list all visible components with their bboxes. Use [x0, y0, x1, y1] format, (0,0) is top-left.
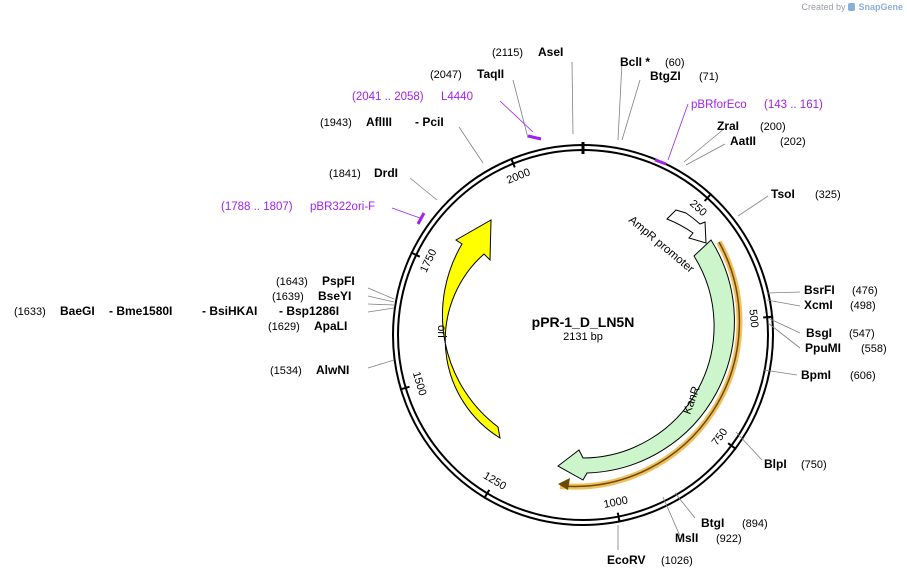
site-taqii[interactable]: TaqII [477, 67, 504, 81]
site-labels: BclI * (60) BtgZI (71) ZraI (200) AatII … [14, 45, 887, 567]
site-bcli-pos: (60) [665, 57, 685, 69]
site-btgzi-pos: (71) [699, 71, 719, 83]
site-ppumi[interactable]: PpuMI [805, 341, 841, 355]
site-bcli[interactable]: BclI * [620, 55, 650, 69]
site-leader-lines [367, 61, 801, 550]
tick-label: 1500 [410, 370, 428, 397]
tick-label: 1000 [603, 494, 629, 510]
site-bme1580i[interactable]: - Bme1580I [109, 304, 172, 318]
tick-mark [483, 489, 491, 499]
primer-bars [416, 134, 667, 225]
snapgene-logo-icon [848, 3, 856, 11]
site-msli[interactable]: MslI [675, 531, 698, 545]
primer-l4440-range: (2041 .. 2058) [352, 91, 424, 103]
site-bsgi-pos: (547) [849, 328, 875, 340]
site-xcmi-pos: (498) [850, 300, 876, 312]
site-drdi[interactable]: DrdI [374, 166, 398, 180]
tick-mark [727, 442, 737, 450]
site-ppumi-pos: (558) [861, 343, 887, 355]
site-bsgi[interactable]: BsgI [806, 326, 832, 340]
credit-brand: SnapGene [858, 2, 903, 12]
site-tsoi[interactable]: TsoI [771, 187, 795, 201]
site-btgi[interactable]: BtgI [701, 516, 724, 530]
site-xcmi[interactable]: XcmI [804, 298, 833, 312]
snapgene-credit: Created by SnapGene [801, 2, 903, 12]
site-ecorv[interactable]: EcoRV [607, 553, 645, 567]
primer-pbrforeco[interactable]: pBRforEco [691, 99, 747, 111]
kanr-orf-arrowhead [558, 478, 570, 490]
site-asei[interactable]: AseI [538, 45, 563, 59]
site-bsrfi[interactable]: BsrFI [804, 283, 835, 297]
site-afliii[interactable]: AflIII [366, 115, 392, 129]
site-bpmi-pos: (606) [850, 370, 876, 382]
tick-mark [510, 157, 516, 168]
site-pcii[interactable]: - PciI [415, 115, 444, 129]
site-msli-pos: (922) [716, 533, 742, 545]
site-btgi-pos: (894) [742, 518, 768, 530]
site-bpmi[interactable]: BpmI [801, 368, 831, 382]
tick-label: 750 [710, 426, 731, 448]
site-zrai-pos: (200) [760, 121, 786, 133]
site-bsp1286i[interactable]: - Bsp1286I [279, 304, 339, 318]
tick-mark [410, 251, 421, 258]
site-blpi[interactable]: BlpI [764, 457, 787, 471]
primer-pbr322ori-range: (1788 .. 1807) [221, 201, 293, 213]
primer-leader-lines [391, 100, 689, 219]
site-blpi-pos: (750) [801, 459, 827, 471]
site-drdi-pos: (1841) [329, 168, 361, 180]
site-ecorv-pos: (1026) [661, 555, 693, 567]
primer-pbrforeco-range: (143 .. 161) [764, 99, 823, 111]
site-pspfi-pos: (1643) [276, 276, 308, 288]
ori-arrow [441, 219, 501, 440]
tick-label: 2000 [505, 166, 532, 186]
ampr-promoter-arrow [666, 209, 707, 244]
site-alwni[interactable]: AlwNI [316, 363, 349, 377]
tick-mark [763, 315, 774, 319]
primer-bar [527, 134, 542, 141]
kanr-arrow [557, 239, 735, 481]
site-bsihkai[interactable]: - BsiHKAI [202, 304, 257, 318]
tick-mark [703, 192, 713, 202]
site-bseyi[interactable]: BseYI [318, 289, 351, 303]
tick-mark [616, 512, 621, 523]
tick-label: 1750 [418, 247, 439, 274]
site-bsrfi-pos: (476) [852, 285, 878, 297]
primer-pbr322ori[interactable]: pBR322ori-F [310, 201, 375, 213]
site-zrai[interactable]: ZraI [717, 119, 739, 133]
plasmid-length: 2131 bp [563, 331, 603, 343]
site-tsoi-pos: (325) [815, 189, 841, 201]
kanr-orf-line [561, 241, 741, 488]
site-asei-pos: (2115) [492, 47, 523, 59]
site-alwni-pos: (1534) [270, 365, 302, 377]
plasmid-name: pPR-1_D_LN5N [532, 314, 635, 330]
site-apali[interactable]: ApaLI [314, 319, 347, 333]
site-baegi[interactable]: BaeGI [60, 304, 95, 318]
tick-mark [399, 385, 410, 391]
tick-label: 500 [746, 309, 760, 328]
credit-text: Created by [801, 2, 846, 12]
site-pspfi[interactable]: PspFI [322, 274, 355, 288]
site-apali-pos: (1629) [268, 321, 300, 333]
site-bseyi-pos: (1639) [272, 291, 304, 303]
primer-l4440[interactable]: L4440 [441, 91, 473, 103]
site-taqii-pos: (2047) [430, 69, 462, 81]
site-afliii-pos: (1943) [320, 117, 352, 129]
site-aatii-pos: (202) [780, 136, 806, 148]
primer-bar [654, 158, 667, 166]
site-btgzi[interactable]: BtgZI [650, 69, 681, 83]
ori-label: ori [435, 325, 447, 338]
site-aatii[interactable]: AatII [730, 134, 756, 148]
primer-bar [416, 212, 426, 225]
site-baegi-pos: (1633) [14, 306, 46, 318]
primer-labels: (2041 .. 2058) L4440 pBRforEco (143 .. 1… [221, 91, 823, 213]
tick-label: 1250 [481, 470, 508, 493]
